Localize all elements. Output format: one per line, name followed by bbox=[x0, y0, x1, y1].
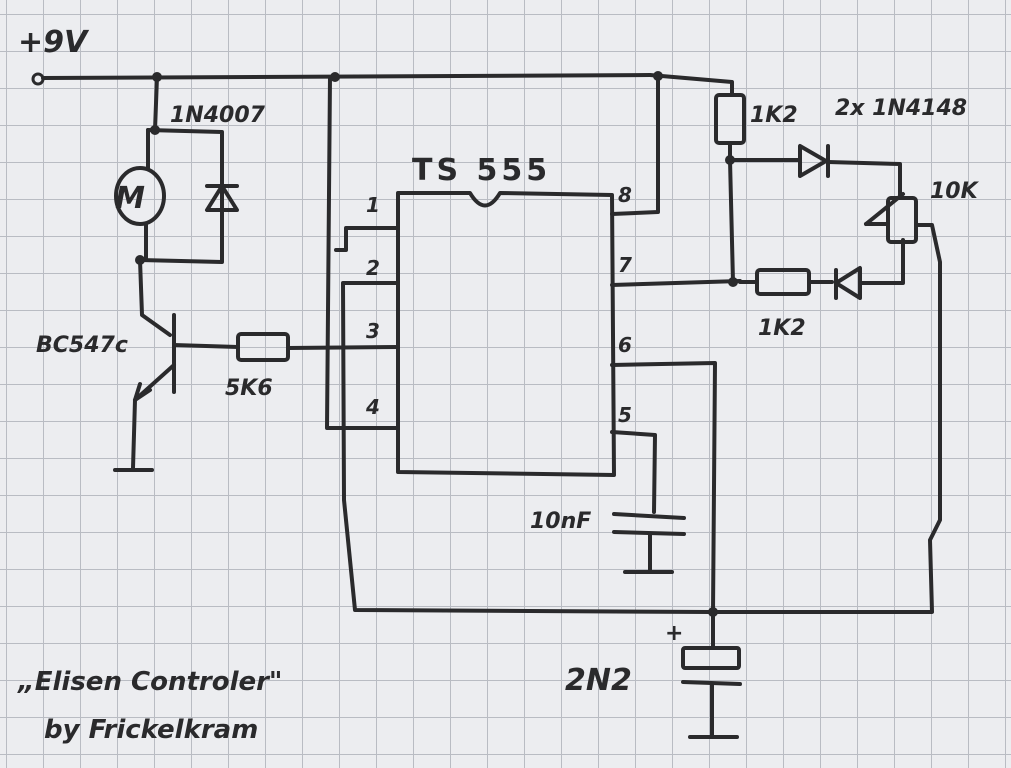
transistor-symbol bbox=[113, 258, 240, 472]
pin-7-label: 7 bbox=[618, 253, 632, 277]
pin-4-label: 4 bbox=[365, 395, 380, 419]
supply-rail bbox=[31, 71, 734, 97]
diode-1n4007-label: 1N4007 bbox=[170, 103, 266, 128]
motor-section bbox=[114, 75, 239, 265]
potentiometer-label: 10K bbox=[930, 179, 980, 204]
capacitor-10nf bbox=[612, 512, 686, 574]
resistor-1k2-bottom-label: 1K2 bbox=[758, 316, 806, 341]
ic-555-body bbox=[325, 75, 742, 614]
pin-3-label: 3 bbox=[366, 319, 380, 343]
flyback-diode-symbol bbox=[205, 184, 239, 212]
pin-6-label: 6 bbox=[618, 333, 632, 357]
motor-symbol bbox=[114, 166, 166, 226]
capacitor-2n2 bbox=[681, 610, 742, 739]
resistor-1k2-top bbox=[714, 93, 746, 284]
diode-lower bbox=[834, 238, 905, 300]
title-line-2: by Frickelkram bbox=[44, 715, 258, 745]
diode-upper bbox=[728, 144, 902, 200]
resistor-1k2-bottom bbox=[738, 268, 834, 296]
pin-2-label: 2 bbox=[366, 256, 380, 280]
capacitor-polarity-label: + bbox=[665, 621, 683, 646]
supply-label: +9V bbox=[18, 25, 90, 60]
potentiometer-10k bbox=[708, 192, 942, 617]
pin-5-label: 5 bbox=[618, 403, 632, 427]
diodes-1n4148-label: 2x 1N4148 bbox=[835, 96, 967, 121]
transistor-label: BC547c bbox=[36, 333, 128, 358]
title-line-1: „Elisen Controler" bbox=[17, 667, 282, 697]
ic-name-label: TS 555 bbox=[412, 153, 551, 188]
pin-1-label: 1 bbox=[366, 193, 380, 217]
motor-label: M bbox=[115, 181, 145, 216]
pin-8-label: 8 bbox=[618, 183, 632, 207]
resistor-5k6-label: 5K6 bbox=[225, 376, 273, 401]
capacitor-2n2-label: 2N2 bbox=[565, 663, 632, 698]
capacitor-10nf-label: 10nF bbox=[530, 509, 591, 534]
resistor-1k2-top-label: 1K2 bbox=[750, 103, 798, 128]
